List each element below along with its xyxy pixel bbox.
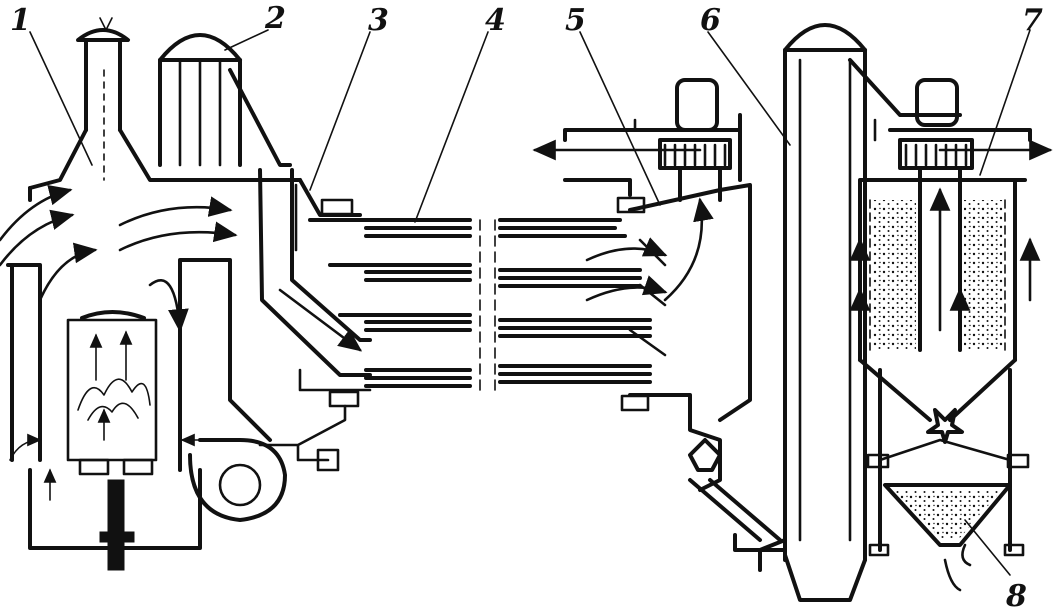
callout-7: 7: [1022, 3, 1043, 38]
top-filter: [158, 33, 292, 167]
leader-lines: [29, 29, 1031, 576]
callout-1: 1: [10, 3, 31, 38]
connecting-duct: [258, 168, 372, 472]
callout-6: 6: [700, 3, 721, 38]
callout-8: 8: [1005, 579, 1027, 614]
callout-labels: 1 2 3 4 5 6 7 8: [10, 1, 1043, 614]
storage-silo: [849, 78, 1053, 557]
pipe-bank-left: [308, 218, 481, 391]
callout-4: 4: [485, 3, 506, 38]
callout-5: 5: [565, 3, 586, 38]
collecting-bin: [883, 483, 1012, 592]
cyclone-separator: [532, 78, 787, 552]
pipe-bank-right: [494, 218, 652, 391]
callout-2: 2: [264, 1, 286, 36]
callout-3: 3: [368, 3, 389, 38]
furnace-unit: [0, 17, 302, 571]
